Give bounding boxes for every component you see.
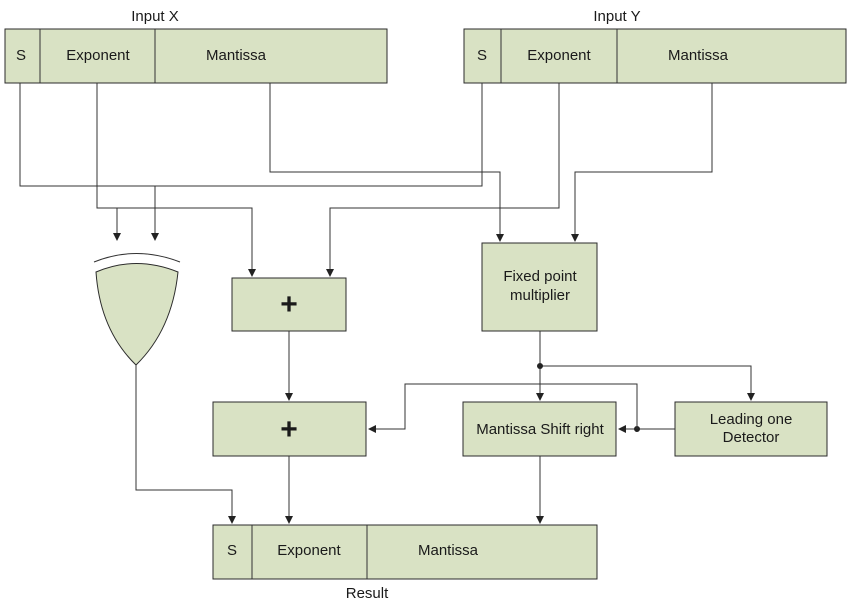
result-frame <box>212 524 598 580</box>
multiplier-label-line2: multiplier <box>510 287 570 304</box>
wire-multiplier-to-detector <box>540 365 755 401</box>
input-y-frame <box>463 28 847 84</box>
xor-gate <box>93 253 181 366</box>
input-x-register: S Exponent Mantissa <box>4 28 388 84</box>
wire-xor-to-result-sign <box>135 365 236 524</box>
input-x-exponent-label: Exponent <box>66 47 130 64</box>
input-y-sign-label: S <box>477 47 487 64</box>
junction-multiplier-output <box>537 363 543 369</box>
exponent-adjust-adder: + <box>212 401 367 457</box>
exponent-adder-symbol: + <box>280 288 298 321</box>
detector-label-line2: Detector <box>723 429 780 446</box>
fixed-point-multiplier: Fixed point multiplier <box>481 242 598 332</box>
wire-sign-x-to-xor <box>19 83 159 241</box>
input-y-exponent-label: Exponent <box>527 47 591 64</box>
input-x-title: Input X <box>131 8 179 25</box>
wire-exponent-x-to-adder <box>96 83 256 277</box>
result-title: Result <box>346 585 389 602</box>
mantissa-shifter-block <box>462 401 617 457</box>
exponent-adder-block <box>231 277 347 332</box>
wire-exponent-y-to-adder <box>326 83 560 277</box>
wire-sign-y-to-xor <box>155 83 483 187</box>
result-exponent-label: Exponent <box>277 542 341 559</box>
input-y-register: S Exponent Mantissa <box>463 28 847 84</box>
result-mantissa-label: Mantissa <box>418 542 479 559</box>
detector-label-line1: Leading one <box>710 411 793 428</box>
input-x-sign-label: S <box>16 47 26 64</box>
wire-mantissa-y-to-multiplier <box>571 83 713 242</box>
result-register: S Exponent Mantissa <box>212 524 598 580</box>
input-x-frame <box>4 28 388 84</box>
multiplier-label-line1: Fixed point <box>503 268 577 285</box>
leading-one-detector: Leading one Detector <box>674 401 828 457</box>
mantissa-shifter: Mantissa Shift right <box>462 401 617 457</box>
wires <box>19 83 755 524</box>
exponent-adjust-adder-symbol: + <box>280 413 298 446</box>
xor-gate-input-arc <box>93 253 181 263</box>
wire-mantissa-x-to-multiplier <box>269 83 504 242</box>
input-y-title: Input Y <box>593 8 640 25</box>
xor-gate-body <box>95 263 179 366</box>
input-x-mantissa-label: Mantissa <box>206 47 267 64</box>
mantissa-shifter-label: Mantissa Shift right <box>476 421 604 438</box>
exponent-adjust-adder-block <box>212 401 367 457</box>
wire-detector-to-adjust-adder <box>368 383 638 433</box>
result-sign-label: S <box>227 542 237 559</box>
input-y-mantissa-label: Mantissa <box>668 47 729 64</box>
exponent-adder: + <box>231 277 347 332</box>
